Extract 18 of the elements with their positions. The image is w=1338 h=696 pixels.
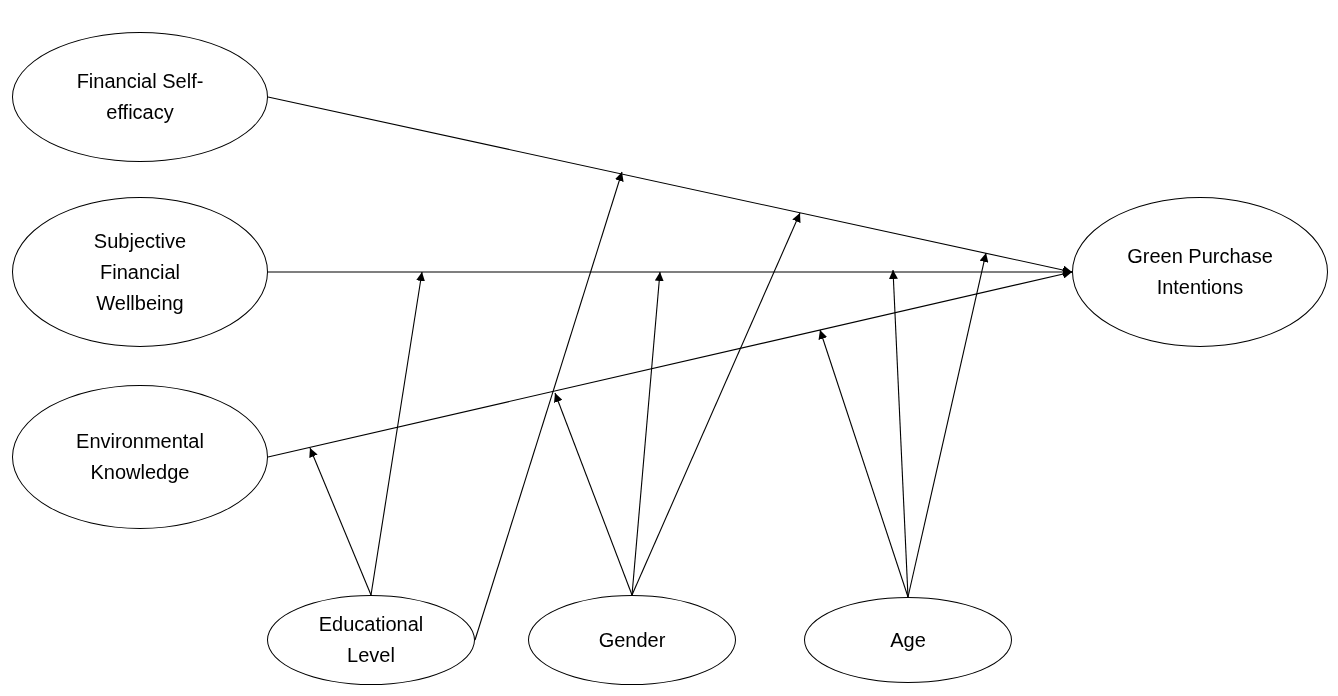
construct-label: Green Purchase Intentions [1126, 244, 1274, 300]
arrow [370, 271, 426, 596]
arrow [554, 392, 633, 596]
arrow [888, 269, 909, 598]
construct-label: Educational Level [317, 612, 425, 668]
construct-label: Age [890, 627, 926, 653]
arrow [474, 171, 624, 641]
arrow [267, 96, 1073, 275]
construct-label: Gender [598, 627, 666, 653]
construct-label: Subjective Financial Wellbeing [92, 228, 188, 316]
arrow [907, 252, 989, 598]
construct-label: Environmental Knowledge [75, 429, 205, 485]
arrow [631, 212, 801, 596]
arrow [309, 447, 372, 596]
construct-label: Financial Self-efficacy [75, 69, 205, 125]
arrow [267, 267, 1073, 277]
arrow [267, 269, 1073, 458]
arrow [631, 271, 664, 596]
